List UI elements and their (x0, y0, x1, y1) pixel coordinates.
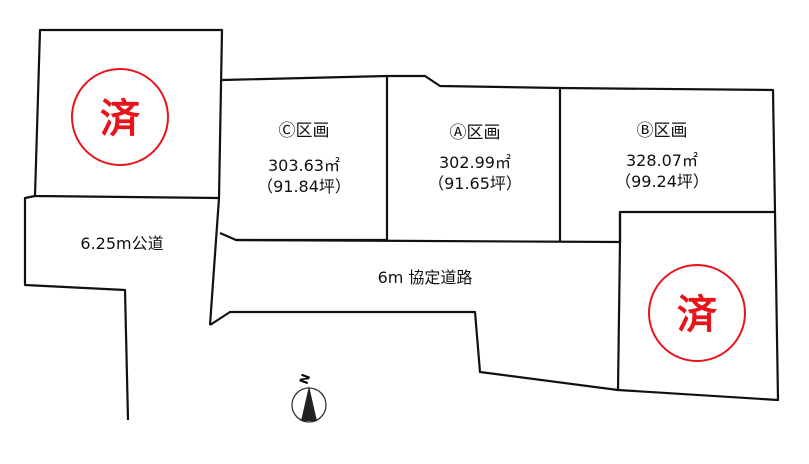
lot-c-area-m2: 303.63㎡ (268, 156, 340, 175)
north-arrow-icon: N (291, 372, 327, 423)
svg-text:済: 済 (100, 96, 141, 142)
public-road-boundary (23, 194, 130, 421)
lot-a-area-m2: 302.99㎡ (439, 153, 511, 172)
lot-b-name: Ⓑ区画 (637, 121, 688, 141)
lot-a-area-tsubo: （91.65坪） (428, 174, 522, 193)
svg-text:済: 済 (677, 292, 718, 338)
agreement-road-label: 6m 協定道路 (378, 268, 473, 287)
public-road-label: 6.25m公道 (80, 234, 163, 253)
lot-a-boundary (387, 74, 562, 242)
public-road-right-edge (208, 197, 221, 326)
lot-b-boundary (235, 86, 777, 244)
agreement-road-south-edge (209, 310, 619, 392)
sold-seal-bottom-right: 済 (648, 264, 746, 362)
lot-a-name: Ⓐ区画 (450, 123, 501, 143)
lot-c-name: Ⓒ区画 (279, 121, 330, 141)
lot-b-area-tsubo: （99.24坪） (615, 172, 709, 191)
north-label: N (297, 372, 314, 386)
lot-b-area-m2: 328.07㎡ (626, 151, 698, 170)
lot-c-area-tsubo: （91.84坪） (257, 177, 351, 196)
sold-seal-top-left: 済 (71, 68, 169, 166)
